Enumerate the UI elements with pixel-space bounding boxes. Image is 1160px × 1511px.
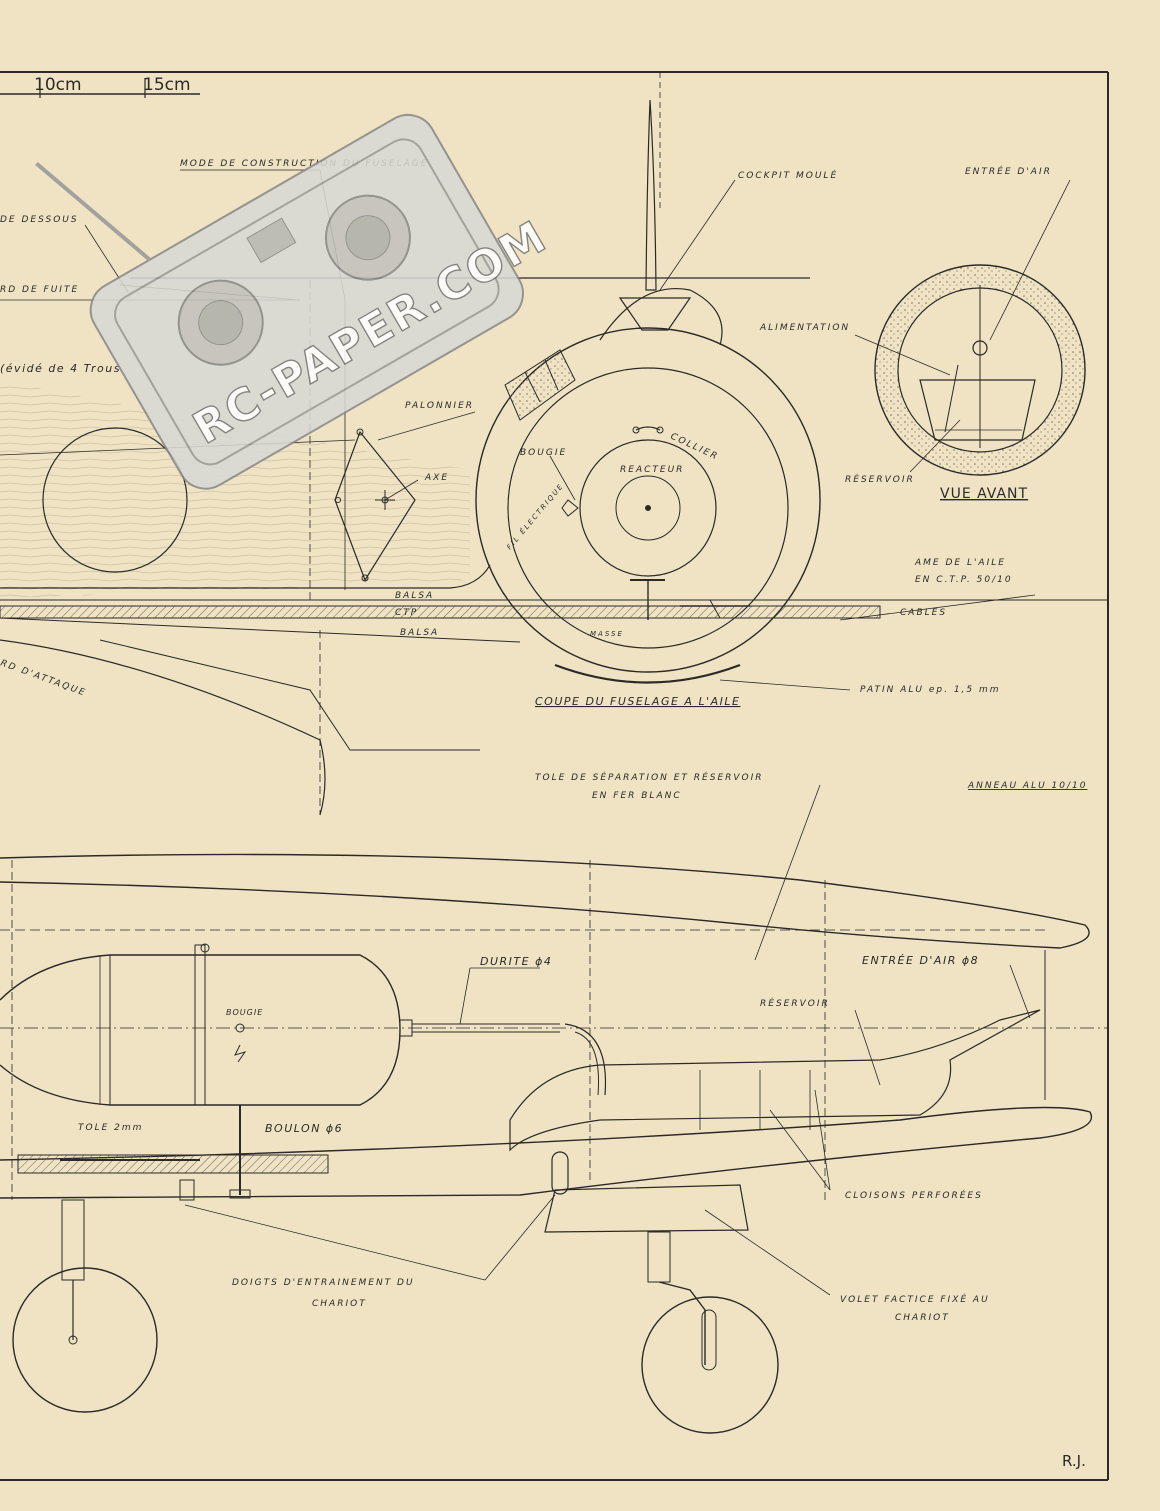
scale-label-15cm: 15cm [143, 75, 191, 95]
scale-label-10cm: 10cm [34, 75, 82, 95]
label-palonnier: PALONNIER [405, 401, 474, 411]
label-side-reservoir: RÉSERVOIR [760, 997, 830, 1009]
label-masse: MASSE [590, 630, 624, 638]
label-ame-line1: AME DE L'AILE [914, 558, 1006, 568]
label-doigts-line2: CHARIOT [312, 1299, 367, 1309]
signature: R.J. [1062, 1452, 1086, 1470]
label-front-reservoir: RÉSERVOIR [845, 473, 915, 485]
label-tole-line1: TOLE DE SÉPARATION ET RÉSERVOIR [535, 771, 764, 783]
label-balsa-top: BALSA [395, 591, 434, 601]
section-title: COUPE DU FUSELAGE A L'AILE [535, 695, 740, 708]
fuselage-section-drawing [475, 99, 1036, 691]
label-bord-attaque: RD D'ATTAQUE [0, 658, 88, 698]
front-view-title: VUE AVANT [940, 486, 1028, 502]
label-bord-fuite: RD DE FUITE [0, 285, 79, 295]
label-fil-electrique: FIL ÉLECTRIQUE [505, 481, 566, 551]
label-boulon: BOULON ϕ6 [265, 1122, 343, 1135]
label-doigts-line1: DOIGTS D'ENTRAINEMENT DU [232, 1278, 415, 1288]
scale-bar: 10cm 15cm [0, 75, 200, 98]
page-frame [0, 71, 1109, 1481]
label-alimentation: ALIMENTATION [759, 323, 850, 333]
label-anneau: ANNEAU ALU 10/10 [967, 781, 1087, 791]
label-evide: (évidé de 4 Trous [0, 362, 121, 375]
label-tole-2mm: TOLE 2mm [78, 1123, 143, 1133]
label-section-bougie: BOUGIE [520, 448, 567, 458]
label-volet-line1: VOLET FACTICE FIXÉ AU [840, 1293, 990, 1305]
label-reacteur: REACTEUR [620, 465, 684, 475]
label-cockpit: COCKPIT MOULÉ [738, 169, 838, 181]
label-axe: AXE [424, 473, 449, 483]
label-side-entree-air: ENTRÉE D'AIR ϕ8 [862, 954, 979, 967]
side-view-drawing [0, 784, 1108, 1434]
label-volet-line2: CHARIOT [895, 1313, 950, 1323]
label-balsa-bottom: BALSA [400, 628, 439, 638]
label-dessous: DE DESSOUS [0, 215, 79, 225]
label-front-entree-air: ENTRÉE D'AIR [965, 165, 1052, 177]
label-ame-line2: EN C.T.P. 50/10 [915, 575, 1013, 585]
label-side-bougie: BOUGIE [226, 1008, 263, 1017]
label-ctp: CTP [395, 608, 418, 618]
label-construction-title: MODE DE CONSTRUCTION DU FUSELAGE [180, 159, 428, 169]
label-durite: DURITE ϕ4 [480, 955, 552, 968]
label-cloisons: CLOISONS PERFORÉES [845, 1189, 983, 1201]
label-cables: CABLES [900, 608, 947, 618]
front-view-drawing [854, 179, 1086, 476]
label-patin: PATIN ALU ep. 1,5 mm [860, 685, 1001, 695]
label-tole-line2: EN FER BLANC [592, 791, 682, 801]
